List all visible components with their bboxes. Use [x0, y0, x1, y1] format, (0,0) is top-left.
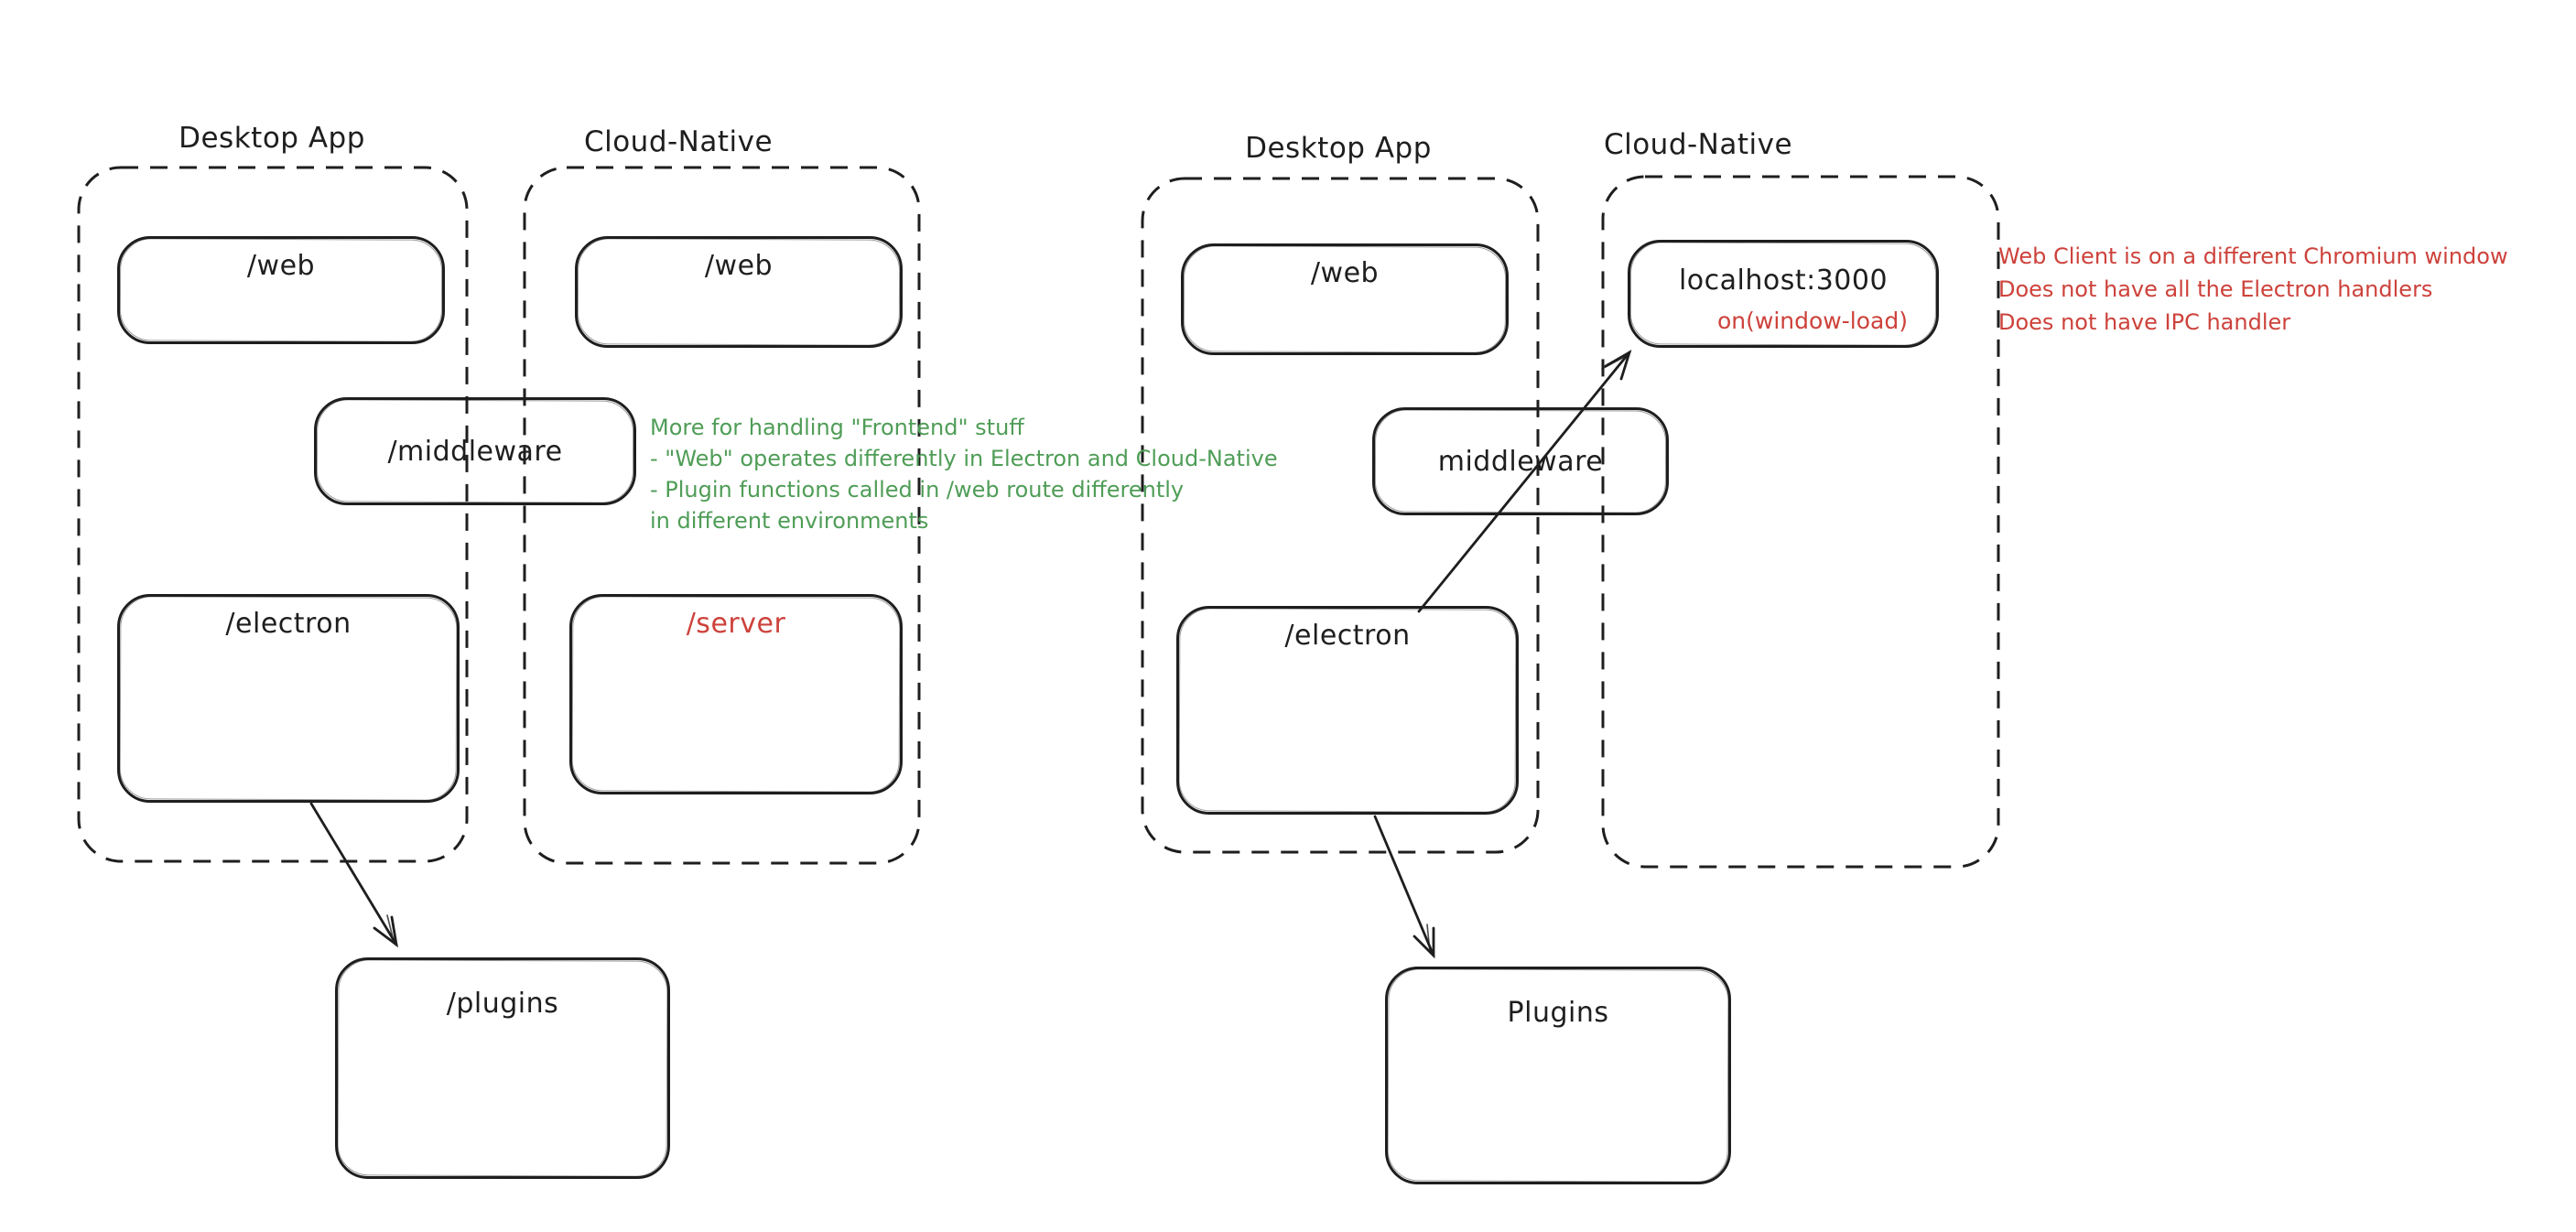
- left-plugins-label: /plugins: [446, 988, 559, 1020]
- left-desktop-web-box: /web: [117, 236, 445, 344]
- right-red-annotation: Web Client is on a different Chromium wi…: [1998, 240, 2508, 339]
- left-server-label: /server: [686, 608, 786, 640]
- right-desktop-web-box: /web: [1181, 243, 1509, 355]
- left-green-annotation: More for handling "Frontend" stuff - "We…: [650, 412, 1278, 536]
- green-annotation-line-4: in different environments: [650, 508, 929, 534]
- right-cloud-native-title: Cloud-Native: [1603, 128, 1793, 161]
- left-server-box: /server: [569, 594, 903, 794]
- left-middleware-label: /middleware: [387, 435, 563, 468]
- green-annotation-line-2: - "Web" operates differently in Electron…: [650, 446, 1278, 471]
- left-plugins-box: /plugins: [335, 957, 670, 1179]
- green-annotation-line-1: More for handling "Frontend" stuff: [650, 415, 1024, 440]
- left-middleware-box: /middleware: [314, 397, 636, 505]
- right-localhost-event-label: on(window-load): [1717, 308, 1908, 334]
- right-plugins-label: Plugins: [1507, 997, 1609, 1029]
- right-desktop-app-title: Desktop App: [1245, 132, 1432, 165]
- arrow-right-electron-to-plugins: [1373, 815, 1435, 959]
- right-localhost-box: localhost:3000 on(window-load): [1628, 240, 1939, 348]
- right-electron-label: /electron: [1284, 620, 1411, 652]
- right-localhost-title: localhost:3000: [1678, 265, 1889, 297]
- left-electron-label: /electron: [225, 608, 352, 640]
- right-desktop-web-label: /web: [1310, 257, 1380, 289]
- red-annotation-line-2: Does not have all the Electron handlers: [1998, 276, 2433, 302]
- left-cloud-web-label: /web: [704, 250, 774, 282]
- right-middleware-box: middleware: [1372, 407, 1669, 515]
- red-annotation-line-3: Does not have IPC handler: [1998, 309, 2291, 335]
- green-annotation-line-3: - Plugin functions called in /web route …: [650, 477, 1185, 503]
- arrow-left-electron-to-plugins: [309, 802, 398, 948]
- red-annotation-line-1: Web Client is on a different Chromium wi…: [1998, 243, 2508, 269]
- left-cloud-web-box: /web: [575, 236, 903, 348]
- left-desktop-app-title: Desktop App: [179, 122, 365, 155]
- left-desktop-web-label: /web: [246, 250, 316, 282]
- right-middleware-label: middleware: [1437, 445, 1604, 478]
- right-plugins-box: Plugins: [1385, 967, 1731, 1184]
- right-electron-box: /electron: [1176, 606, 1519, 815]
- left-cloud-native-title: Cloud-Native: [583, 125, 774, 158]
- left-electron-box: /electron: [117, 594, 460, 803]
